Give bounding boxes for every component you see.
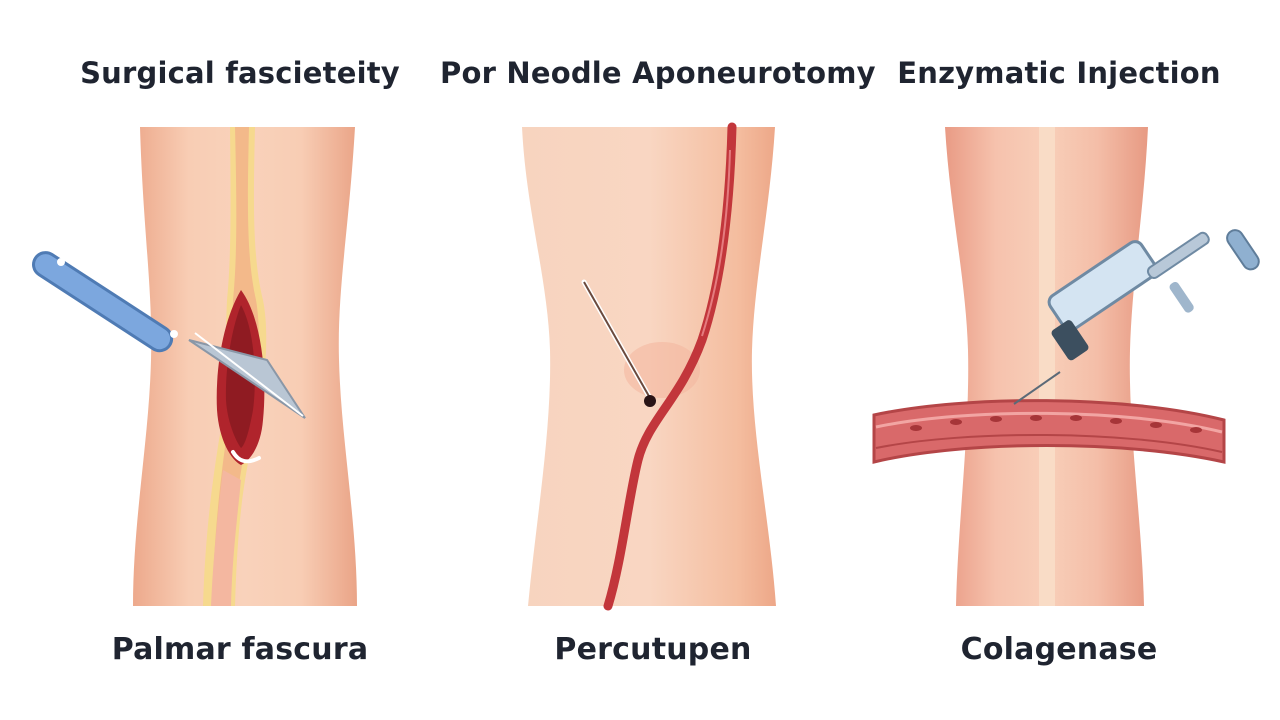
- panel-title: Por Neodle Aponeurotomy: [440, 56, 876, 90]
- panel-caption: Percutupen: [554, 632, 752, 667]
- needle-illustration: [522, 122, 776, 611]
- panel-title: Enzymatic Injection: [897, 56, 1221, 90]
- panel-title: Surgical fascieteity: [80, 56, 400, 90]
- panel-caption: Palmar fascura: [111, 632, 369, 667]
- surgical-illustration: [32, 127, 357, 606]
- panel-surgical: Surgical fascieteity: [27, 0, 453, 720]
- scalpel-icon: [32, 251, 306, 419]
- collagen-cord: [872, 399, 1226, 464]
- enzymatic-illustration: [872, 127, 1260, 606]
- panel-enzymatic: Enzymatic Injection: [846, 0, 1272, 720]
- panel-caption: Colagenase: [960, 632, 1158, 667]
- panel-needle: Por Neodle Aponeurotomy Percutupen: [440, 0, 876, 720]
- syringe-icon: [1013, 229, 1260, 405]
- needle-icon: [581, 279, 656, 407]
